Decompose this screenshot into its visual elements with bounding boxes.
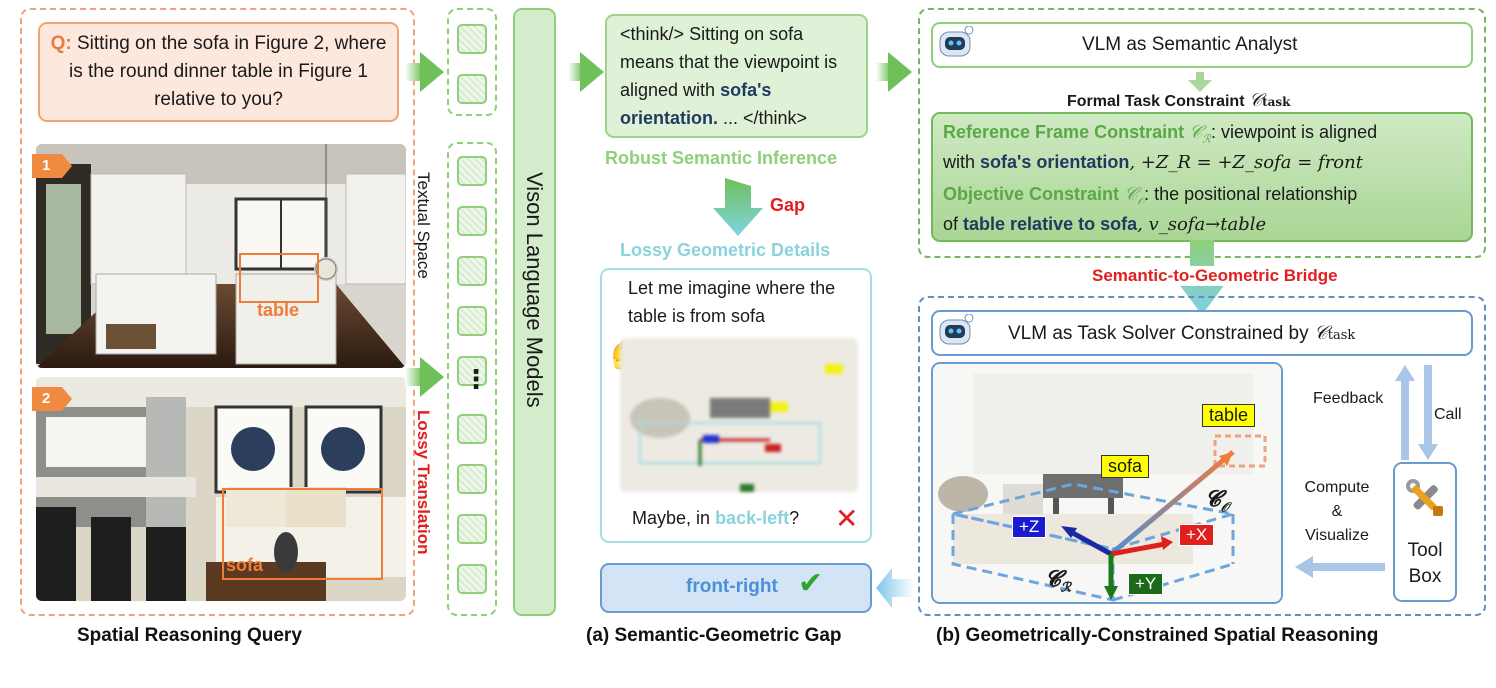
figure-2-photo: [36, 377, 406, 601]
plus-x-tag: +X: [1179, 524, 1215, 546]
gap-arrow: [713, 178, 763, 236]
point-cloud-scene: [931, 362, 1283, 604]
robot-icon: [936, 313, 976, 345]
gap-label: Gap: [770, 195, 806, 215]
table-label: table: [257, 300, 300, 320]
sofa-label: sofa: [226, 555, 264, 575]
compute-arrow: [1295, 556, 1385, 578]
call-label: Call: [1434, 406, 1462, 423]
text-token: [457, 564, 487, 594]
question-box: [38, 22, 399, 122]
think-box: [605, 14, 868, 138]
reference-constraint-line1: Reference Frame Constraint 𝒞ℛ: viewpoint…: [943, 122, 1378, 146]
analyst-box: [931, 22, 1473, 68]
feedback-label: Feedback: [1313, 390, 1384, 407]
text-token: [457, 156, 487, 186]
vlm-bar: [513, 8, 556, 616]
formal-constraint-label: Formal Task Constraint 𝒞task: [1067, 90, 1291, 111]
call-arrow: [1418, 365, 1438, 460]
arrow-solver-to-answer: [876, 568, 914, 608]
text-token: [457, 464, 487, 494]
textual-space-label: Textual Space: [414, 172, 433, 279]
compute-label: Compute&Visualize: [1304, 479, 1370, 544]
query-caption: Spatial Reasoning Query: [77, 625, 302, 646]
arrow-head-4: [888, 52, 912, 92]
text-token: [457, 306, 487, 336]
solver-label: VLM as Task Solver Constrained by 𝒞task: [1008, 322, 1356, 344]
blurry-scene: [620, 338, 858, 492]
objective-constraint-line1: Objective Constraint 𝒞𝒪: the positional …: [943, 184, 1358, 208]
image-token: [457, 74, 487, 104]
check-icon: ✔: [798, 567, 824, 600]
geometric-panel: [918, 296, 1486, 616]
image-token: [457, 24, 487, 54]
table-bbox: [239, 253, 319, 303]
c-reference-label: 𝓒ℛ: [1045, 566, 1071, 596]
reference-constraint-line2: with sofa's orientation, +Z_R = +Z_sofa …: [943, 152, 1363, 173]
part-b-caption: (b) Geometrically-Constrained Spatial Re…: [936, 625, 1379, 646]
imagine-text: Let me imagine where the table is from s…: [628, 278, 836, 326]
arrow-analyst-to-formal: [1188, 72, 1212, 92]
arrow-head-1: [420, 52, 444, 92]
table-tag: table: [1202, 404, 1256, 427]
part-a-caption: (a) Semantic-Geometric Gap: [586, 625, 842, 646]
c-objective-label: 𝓒𝒪: [1205, 486, 1229, 516]
text-token: [457, 206, 487, 236]
lossy-translation-label: Lossy Translation: [414, 410, 433, 555]
figure-1-photo: [36, 144, 406, 368]
vlm-label: Vison Language Models: [522, 172, 547, 408]
feedback-arrow: [1395, 365, 1415, 460]
lossy-geometric-details: Lossy Geometric Details: [620, 240, 831, 260]
toolbox[interactable]: [1393, 462, 1457, 602]
arrow-query-to-text-tokens: [405, 368, 421, 386]
arrow-query-to-image-tokens: [405, 63, 421, 81]
answer-box: [600, 563, 872, 613]
arrow-vlm-to-think: [568, 63, 582, 81]
robot-icon: [936, 25, 976, 57]
wrench-screwdriver-icon: [1403, 476, 1447, 520]
solver-box: [931, 310, 1473, 356]
analyst-label: VLM as Semantic Analyst: [1082, 34, 1298, 55]
text-token-column: ⋮: [447, 142, 497, 616]
text-token: [457, 356, 487, 386]
arrow-think-to-analyst: [876, 63, 890, 81]
constraint-box: [931, 112, 1473, 242]
text-token: [457, 514, 487, 544]
arrow-head-3: [580, 52, 604, 92]
sofa-tag: sofa: [1101, 455, 1150, 478]
sofa-bbox: [222, 488, 383, 580]
arrow-head-2: [420, 357, 444, 397]
text-token: [457, 414, 487, 444]
objective-constraint-line2: of table relative to sofa, v_sofa→table: [943, 214, 1267, 235]
bridge-label: Semantic-to-Geometric Bridge: [1088, 266, 1342, 286]
text-token: [457, 256, 487, 286]
image-token-column: [447, 8, 497, 116]
answer-text: front-right: [686, 576, 778, 597]
cross-icon: ✕: [835, 503, 859, 534]
plus-z-tag: +Z: [1012, 516, 1047, 538]
think-text: <think/> Sitting on sofa means that the …: [620, 24, 838, 128]
maybe-text: Maybe, in back-left?: [632, 508, 800, 528]
robust-semantic-inference: Robust Semantic Inference: [605, 148, 838, 168]
plus-y-tag: +Y: [1128, 573, 1164, 595]
question-text: Q: Sitting on the sofa in Figure 2, wher…: [50, 33, 387, 110]
query-panel: [20, 8, 415, 616]
token-ellipsis: ⋮: [463, 364, 489, 394]
